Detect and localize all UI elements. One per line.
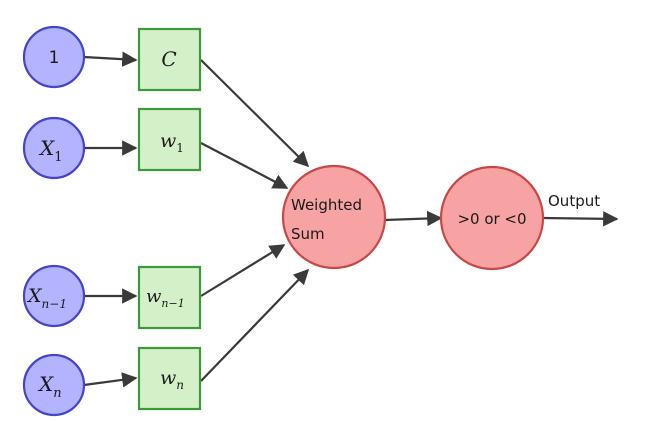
input-node-xn: Xn (22, 353, 86, 417)
weight-label-w1: w1 (160, 130, 184, 155)
weight-node-w1: w1 (137, 107, 202, 172)
weight-label-c: C (161, 47, 176, 71)
weight-node-wn-1: wn−1 (137, 265, 202, 330)
edge-output-arrow (542, 211, 619, 227)
input-node-x1: X1 (22, 116, 86, 180)
edge-c-to-sum (200, 59, 310, 168)
weight-node-wn: wn (137, 346, 202, 411)
weight-node-c: C (137, 27, 202, 92)
input-label-xn-1: Xn−1 (26, 285, 67, 311)
edge-w1-to-sum (200, 142, 289, 189)
edge-xn-to-wn (83, 372, 138, 388)
threshold-node: >0 or <0 (439, 165, 545, 271)
input-node-xn-1: Xn−1 (22, 264, 86, 328)
edge-wn1-to-sum (200, 244, 286, 297)
input-label-x1: X1 (38, 136, 63, 165)
input-label-bias: 1 (49, 48, 60, 68)
weighted-sum-node: Weighted Sum (281, 164, 387, 270)
weight-label-wn-1: wn−1 (146, 286, 185, 310)
edge-sum-to-threshold (384, 210, 443, 227)
edge-bias-to-c (83, 51, 138, 67)
edge-wn-to-sum (200, 268, 310, 382)
weight-label-wn: wn (160, 367, 184, 392)
weighted-sum-label-line2: Sum (291, 225, 325, 243)
weighted-sum-label-line1: Weighted (291, 196, 362, 214)
input-node-bias: 1 (22, 25, 86, 89)
threshold-label: >0 or <0 (457, 210, 526, 228)
output-label: Output (548, 192, 600, 210)
input-label-xn: Xn (37, 372, 62, 401)
